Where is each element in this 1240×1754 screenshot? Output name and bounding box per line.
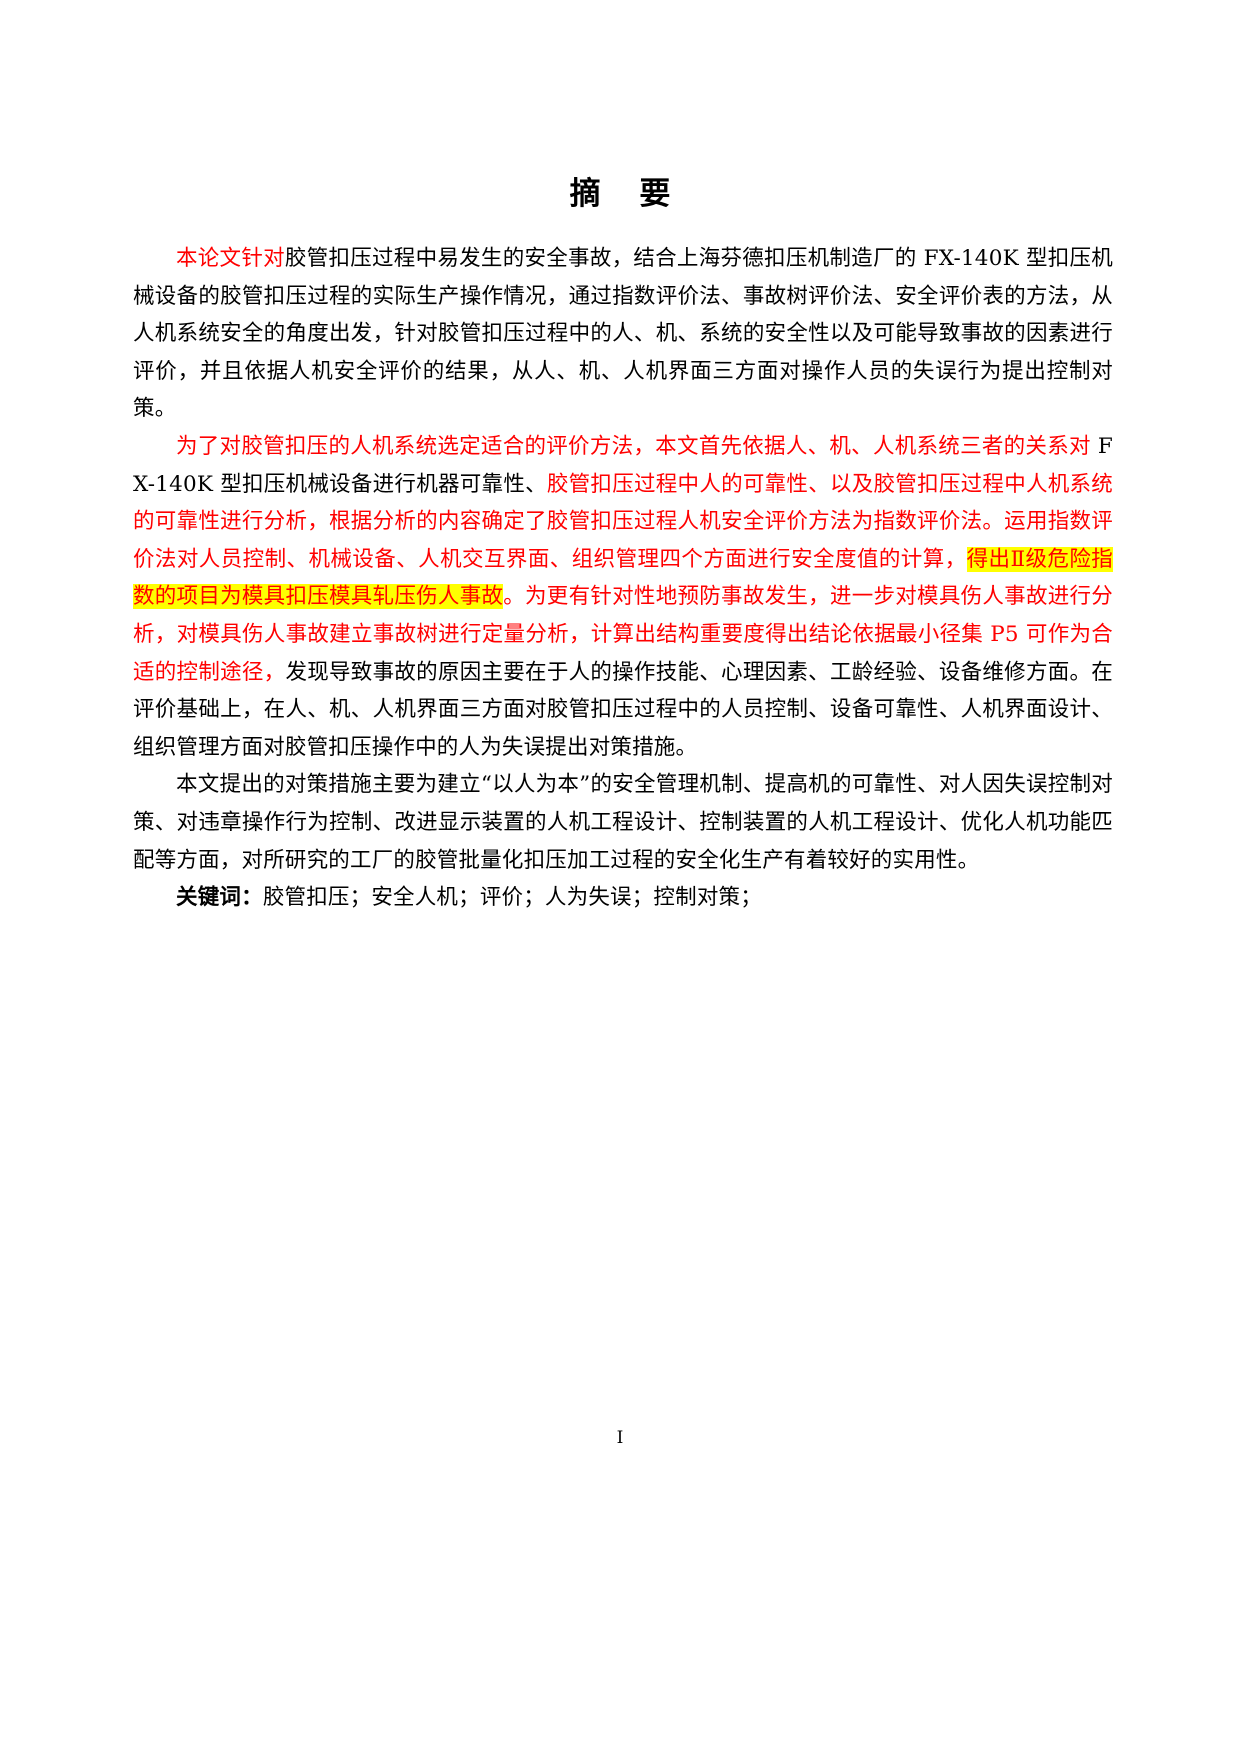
page-number: I <box>616 1428 624 1448</box>
text-run: 胶管扣压过程中人的可靠性、以及胶管扣压过程中人机系统的可靠性进行分析，根据分析的… <box>133 471 1114 572</box>
page-title: 摘 要 <box>569 176 685 212</box>
text-run: 为了对胶管扣压的人机系统选定适合的评价方法，本文首先依据人、机、人机系统三者的关… <box>176 433 1091 459</box>
paragraph-1: 本论文针对胶管扣压过程中易发生的安全事故，结合上海芬德扣压机制造厂的 FX-14… <box>133 240 1113 428</box>
keywords-label: 关键词： <box>176 885 263 911</box>
text-run: 发现导致事故的原因主要在于人的操作技能、心理因素、工龄经验、设备维修方面。在评价… <box>133 659 1114 760</box>
abstract-body: 本论文针对胶管扣压过程中易发生的安全事故，结合上海芬德扣压机制造厂的 FX-14… <box>133 240 1114 917</box>
keywords-line: 关键词：胶管扣压；安全人机；评价；人为失误；控制对策； <box>133 879 1113 917</box>
text-run: FX-140K 型扣压机械设备进行机器可靠性、 <box>133 433 1113 497</box>
keywords-value: 胶管扣压；安全人机；评价；人为失误；控制对策； <box>262 885 762 911</box>
text-run: 胶管扣压过程中易发生的安全事故，结合上海芬德扣压机制造厂的 FX-140K 型扣… <box>133 246 1113 422</box>
paragraph-2: 为了对胶管扣压的人机系统选定适合的评价方法，本文首先依据人、机、人机系统三者的关… <box>133 428 1114 766</box>
text-run: 本文提出的对策措施主要为建立“以人为本”的安全管理机制、提高机的可靠性、对人因失… <box>133 772 1113 873</box>
text-run: 。为更有针对性地预防事故发生，进一步对模具伤人事故进行分析，对模具伤人事故建立事… <box>133 584 1113 685</box>
paragraph-3: 本文提出的对策措施主要为建立“以人为本”的安全管理机制、提高机的可靠性、对人因失… <box>133 766 1113 879</box>
text-run: 本论文针对 <box>176 246 285 271</box>
